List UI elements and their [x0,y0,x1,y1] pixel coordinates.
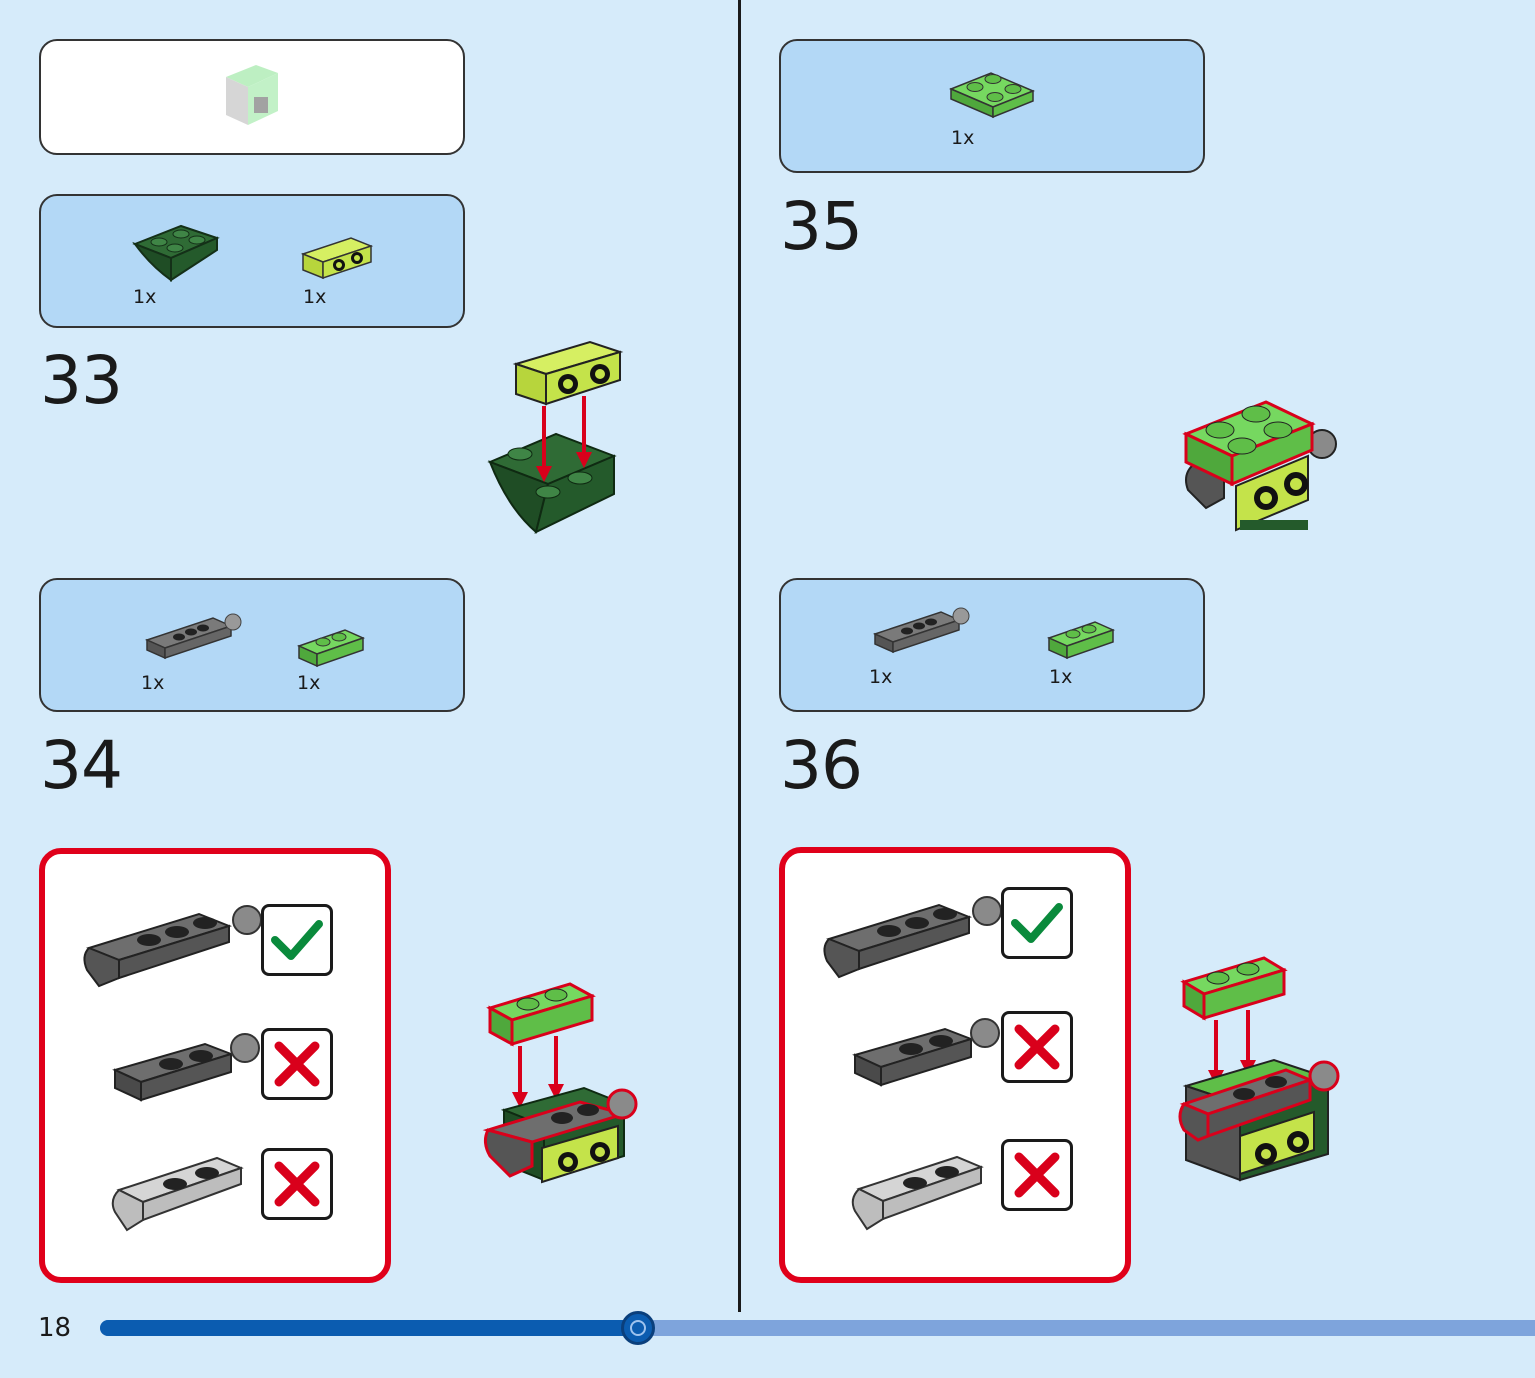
lime-bracket-plate-icon [300,237,374,280]
step-number-34: 34 [40,727,123,804]
light-gray-clip-plate [111,1156,244,1232]
incorrect-cross-box [1001,1139,1073,1211]
orientation-callout-step-34 [39,848,391,1283]
parts-box-step-34: 1x 1x [39,578,465,712]
subassembly-preview-icon [226,65,278,125]
incorrect-cross-box [261,1148,333,1220]
parts-box-step-35: 1x [779,39,1205,173]
page-divider [738,0,741,1312]
cross-icon [1007,1145,1067,1205]
subassembly-preview-box [39,39,465,155]
page-number: 18 [38,1313,72,1343]
progress-marker [621,1311,655,1345]
check-icon [267,910,327,970]
incorrect-cross-box [261,1028,333,1100]
incorrect-cross-box [1001,1011,1073,1083]
step-35-assembly-illustration [1182,400,1337,532]
part-qty: 1x [303,286,327,308]
part-qty: 1x [133,286,157,308]
bright-green-plate-icon [296,629,366,668]
part-qty: 1x [141,672,165,694]
step-number-35: 35 [780,188,863,265]
ball-plate-no-clip [852,1018,1000,1087]
part-qty: 1x [1049,666,1073,688]
cross-icon [1007,1017,1067,1077]
ball-plate-no-clip [112,1033,260,1102]
ball-plate-correct-orientation [83,905,262,988]
parts-box-step-33: 1x 1x [39,194,465,328]
part-qty: 1x [951,127,975,149]
bright-green-plate-2x2-icon [949,72,1035,119]
correct-check-box [261,904,333,976]
dark-gray-ball-plate-icon [872,607,970,654]
progress-fill [100,1320,638,1336]
dark-gray-ball-plate-icon [144,613,242,660]
cross-icon [267,1034,327,1094]
ball-plate-correct-orientation [823,896,1002,979]
light-gray-clip-plate [851,1155,984,1231]
correct-check-box [1001,887,1073,959]
parts-box-step-36: 1x 1x [779,578,1205,712]
bright-green-plate-icon [1046,621,1116,660]
step-36-assembly-illustration [1178,956,1340,1182]
cross-icon [267,1154,327,1214]
step-34-assembly-illustration [482,982,638,1184]
dark-green-slope-plate-icon [132,224,220,282]
orientation-callout-step-36 [779,847,1131,1283]
part-qty: 1x [869,666,893,688]
check-icon [1007,893,1067,953]
step-number-36: 36 [780,727,863,804]
part-qty: 1x [297,672,321,694]
step-number-33: 33 [40,342,123,419]
step-33-assembly-illustration [487,340,624,534]
